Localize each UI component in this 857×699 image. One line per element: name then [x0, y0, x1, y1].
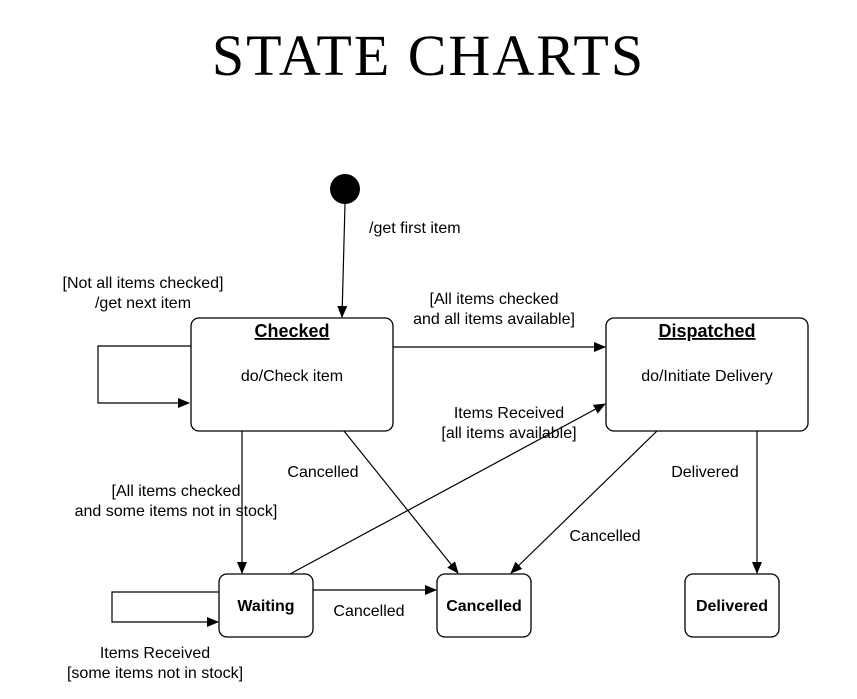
initial-state: [330, 174, 360, 204]
label-checked-self-guard: [Not all items checked]: [63, 275, 224, 292]
state-checked-name: Checked: [254, 321, 329, 341]
state-waiting[interactable]: Waiting: [218, 573, 314, 638]
edge-checked-to-cancelled: [343, 430, 459, 574]
edge-initial-to-checked: [337, 203, 348, 318]
label-initial: /get first item: [369, 220, 461, 237]
label-checked-to-cancelled: Cancelled: [287, 464, 358, 481]
state-checked[interactable]: Checked do/Check item: [190, 317, 394, 432]
state-dispatched[interactable]: Dispatched do/Initiate Delivery: [605, 317, 809, 432]
edge-waiting-self-loop: [111, 591, 219, 627]
state-waiting-name: Waiting: [237, 598, 294, 615]
state-dispatched-activity: do/Initiate Delivery: [641, 368, 773, 385]
edge-checked-self-loop: [97, 345, 191, 408]
label-checked-to-waiting-line1: [All items checked: [112, 483, 241, 500]
state-cancelled[interactable]: Cancelled: [436, 573, 532, 638]
label-dispatched-to-cancelled: Cancelled: [569, 528, 640, 545]
state-checked-activity: do/Check item: [241, 368, 343, 385]
label-checked-to-waiting-line2: and some items not in stock]: [75, 503, 278, 520]
state-dispatched-name: Dispatched: [658, 321, 755, 341]
label-waiting-self-line1: Items Received: [100, 645, 210, 662]
edge-waiting-to-dispatched: [289, 403, 606, 575]
page-title: STATE CHARTS: [211, 23, 646, 88]
label-waiting-to-dispatched-line1: Items Received: [454, 405, 564, 422]
label-dispatched-to-delivered: Delivered: [671, 464, 739, 481]
state-delivered[interactable]: Delivered: [684, 573, 780, 638]
label-checked-to-dispatched-line2: and all items available]: [413, 311, 575, 328]
state-cancelled-name: Cancelled: [446, 598, 522, 615]
state-delivered-name: Delivered: [696, 598, 768, 615]
label-waiting-to-cancelled: Cancelled: [333, 603, 404, 620]
edge-dispatched-to-cancelled: [510, 430, 658, 574]
label-waiting-self-line2: [some items not in stock]: [67, 665, 243, 682]
label-checked-to-dispatched-line1: [All items checked: [430, 291, 559, 308]
label-checked-self-action: /get next item: [95, 295, 191, 312]
label-waiting-to-dispatched-line2: [all items available]: [441, 425, 576, 442]
